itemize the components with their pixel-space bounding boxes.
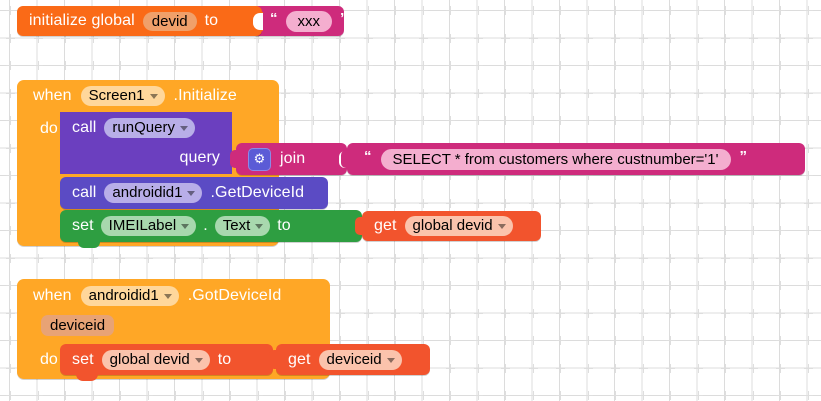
event-parameter-deviceid[interactable]: deviceid: [41, 315, 115, 336]
variable-dropdown-global-devid[interactable]: global devid: [404, 216, 513, 236]
chevron-down-icon[interactable]: [187, 191, 196, 196]
property-dropdown-text[interactable]: Text: [214, 216, 271, 236]
event-name: .Initialize: [173, 87, 237, 104]
do-label: do: [40, 351, 58, 368]
chevron-down-icon[interactable]: [255, 224, 264, 229]
top-notch: [78, 177, 100, 183]
socket-indent: [253, 13, 263, 30]
procedure-name: runQuery: [112, 119, 175, 136]
set-label: set: [72, 217, 94, 234]
chevron-down-icon[interactable]: [497, 224, 506, 229]
to-label: to: [204, 12, 219, 29]
when-label: when: [33, 287, 72, 304]
component-name: androidid1: [112, 184, 183, 201]
get-plug: [355, 217, 364, 235]
query-socket-label: query: [179, 149, 220, 166]
block-set-global-devid[interactable]: set global devid to: [60, 344, 273, 381]
join-plug: [230, 150, 238, 168]
sql-text-field[interactable]: SELECT * from customers where custnumber…: [380, 148, 731, 170]
dot-separator: .: [203, 217, 208, 234]
get-plug: [269, 350, 278, 369]
top-notch: [76, 344, 98, 350]
component-dropdown-androidid1[interactable]: androidid1: [80, 286, 179, 306]
sql-plug: [341, 150, 349, 168]
variable-name: deviceid: [326, 350, 382, 368]
variable-dropdown-global-devid[interactable]: global devid: [101, 349, 210, 370]
block-text-sql[interactable]: “ SELECT * from customers where custnumb…: [341, 143, 805, 175]
chevron-down-icon[interactable]: [179, 126, 188, 131]
close-quote: ”: [739, 147, 748, 165]
block-text-xxx[interactable]: “ xxx ”: [245, 6, 348, 36]
call-label: call: [72, 184, 97, 201]
component-dropdown-imeilabel[interactable]: IMEILabel: [100, 216, 197, 236]
chevron-down-icon[interactable]: [149, 94, 158, 99]
variable-dropdown-deviceid[interactable]: deviceid: [318, 349, 402, 370]
chevron-down-icon[interactable]: [194, 357, 203, 363]
top-notch: [78, 210, 100, 216]
component-name: IMEILabel: [108, 217, 177, 234]
component-name: androidid1: [88, 287, 159, 304]
get-label: get: [288, 350, 311, 368]
close-quote: ”: [340, 9, 348, 27]
component-name: Screen1: [88, 87, 145, 104]
gear-icon[interactable]: ⚙: [248, 147, 271, 171]
variable-name: global devid: [412, 217, 493, 234]
variable-name: global devid: [109, 350, 190, 368]
global-variable-name-field[interactable]: devid: [142, 11, 197, 31]
initialize-global-label: initialize global: [29, 12, 135, 29]
top-notch: [78, 112, 100, 118]
block-call-runquery[interactable]: call runQuery query: [60, 112, 232, 174]
chevron-down-icon[interactable]: [163, 294, 172, 299]
block-set-imeilabel-text[interactable]: set IMEILabel . Text to: [60, 210, 362, 248]
get-label: get: [374, 217, 397, 234]
to-label: to: [217, 350, 232, 368]
chevron-down-icon[interactable]: [386, 357, 395, 363]
event-name: .GotDeviceId: [187, 287, 282, 304]
component-dropdown-androidid1[interactable]: androidid1: [104, 183, 203, 203]
call-label: call: [72, 119, 97, 136]
block-get-global-devid[interactable]: get global devid: [355, 211, 541, 241]
component-dropdown-runquery[interactable]: runQuery: [104, 118, 195, 138]
block-get-deviceid[interactable]: get deviceid: [269, 344, 430, 375]
block-call-androidid1-getdeviceid[interactable]: call androidid1 .GetDeviceId: [60, 177, 328, 209]
do-label: do: [40, 120, 58, 137]
block-initialize-global-devid[interactable]: initialize global devid to: [17, 6, 263, 36]
component-dropdown-screen1[interactable]: Screen1: [80, 86, 165, 106]
property-name: Text: [222, 217, 251, 234]
to-label: to: [277, 217, 291, 234]
set-label: set: [72, 350, 94, 368]
bottom-notch: [76, 374, 98, 381]
when-label: when: [33, 87, 72, 104]
block-join[interactable]: ⚙ join: [230, 143, 348, 175]
chevron-down-icon[interactable]: [181, 224, 190, 229]
open-quote: “: [270, 9, 278, 27]
method-name: .GetDeviceId: [210, 184, 305, 201]
text-value-field[interactable]: xxx: [285, 10, 332, 32]
join-label: join: [280, 150, 306, 167]
open-quote: “: [364, 147, 372, 165]
bottom-notch: [78, 242, 100, 248]
